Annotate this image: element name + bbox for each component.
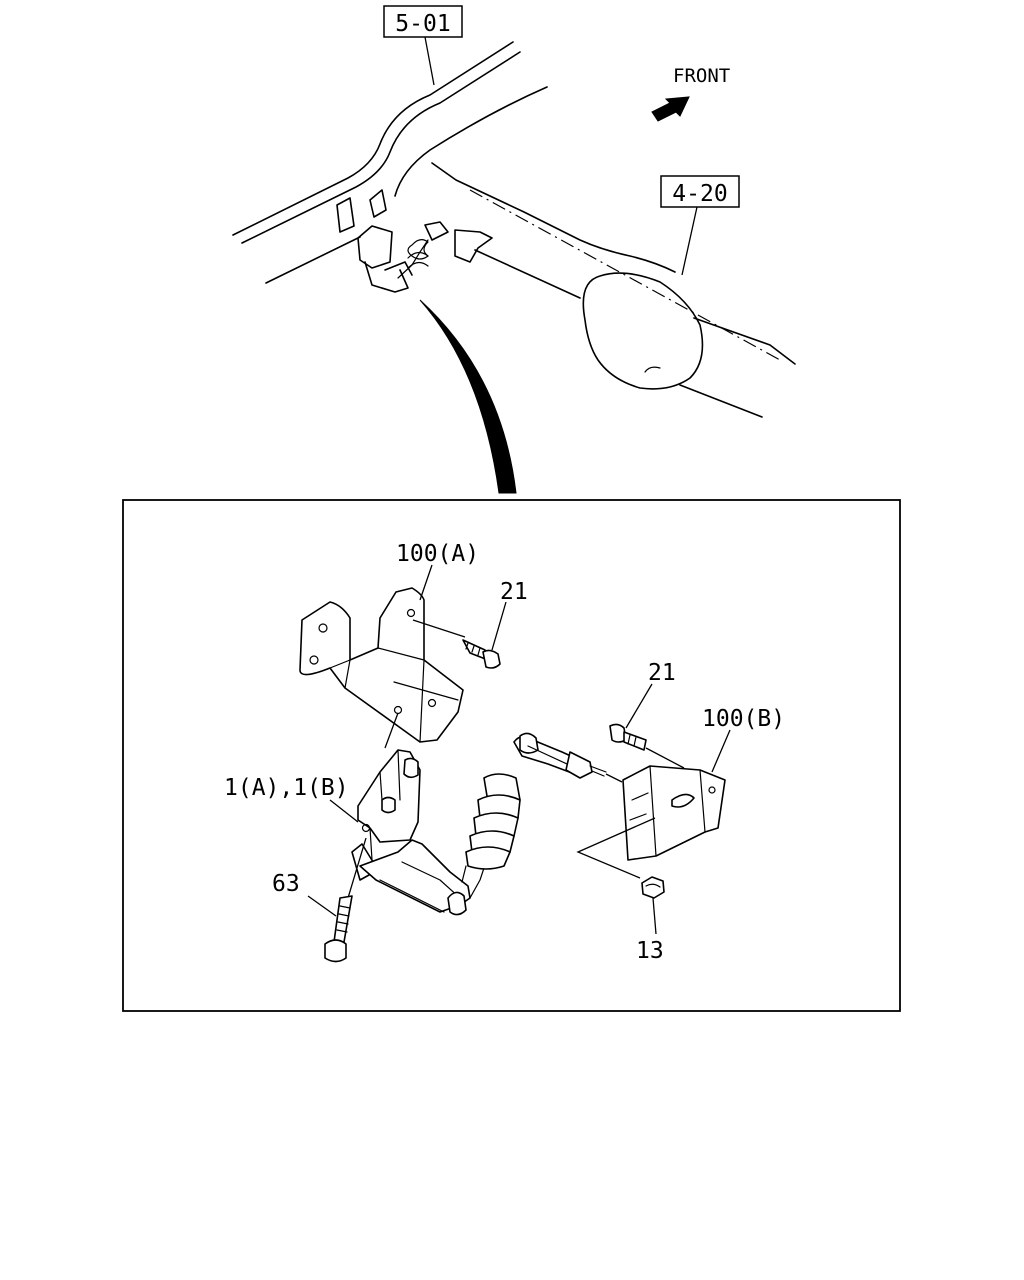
- ref-label-frame: 5-01: [395, 11, 450, 37]
- detail-illustration: 100(A) 21 21 100(B) 1(A),1(B) 63 13: [224, 541, 785, 964]
- bolt-21-upper: [412, 619, 501, 669]
- overview-illustration: 5-01 4-20 FRONT: [232, 5, 796, 494]
- detail-frame: [122, 499, 901, 1012]
- axle-housing: [431, 162, 796, 418]
- callout-nut: 13: [636, 897, 664, 964]
- front-label: FRONT: [673, 65, 730, 87]
- bracket-a: [299, 587, 464, 743]
- ref-box-frame: 5-01: [383, 5, 463, 86]
- callout-label-bolt-right: 21: [648, 660, 676, 686]
- callout-label-bracket-a: 100(A): [396, 541, 479, 567]
- callout-label-bracket-b: 100(B): [702, 706, 785, 732]
- callout-sensor: 1(A),1(B): [224, 775, 359, 823]
- detail-pointer-arrow: [419, 299, 517, 494]
- spring-boot: [461, 773, 521, 883]
- frame-rail: [232, 41, 548, 284]
- callout-label-bolt-lower: 63: [272, 871, 300, 897]
- bolt-21-right: [609, 723, 685, 769]
- bolt-63: [324, 837, 367, 963]
- height-sensor: [351, 712, 485, 916]
- linkage-rod: [513, 732, 623, 783]
- callout-bracket-b: 100(B): [702, 706, 785, 773]
- bracket-b: [576, 765, 726, 879]
- callout-label-sensor: 1(A),1(B): [224, 775, 349, 801]
- callout-label-bolt-upper: 21: [500, 579, 528, 605]
- callout-bolt-lower: 63: [272, 871, 337, 917]
- ref-box-axle: 4-20: [660, 175, 740, 276]
- sensor-assembly-small: [336, 189, 493, 293]
- ref-label-axle: 4-20: [672, 181, 727, 207]
- front-direction: FRONT: [651, 65, 730, 122]
- callout-bracket-a: 100(A): [396, 541, 479, 601]
- callout-bolt-upper: 21: [491, 579, 528, 651]
- callout-label-nut: 13: [636, 938, 664, 964]
- callout-bolt-right: 21: [625, 660, 676, 729]
- arrow-front-icon: [651, 96, 690, 122]
- nut-13: [641, 876, 665, 899]
